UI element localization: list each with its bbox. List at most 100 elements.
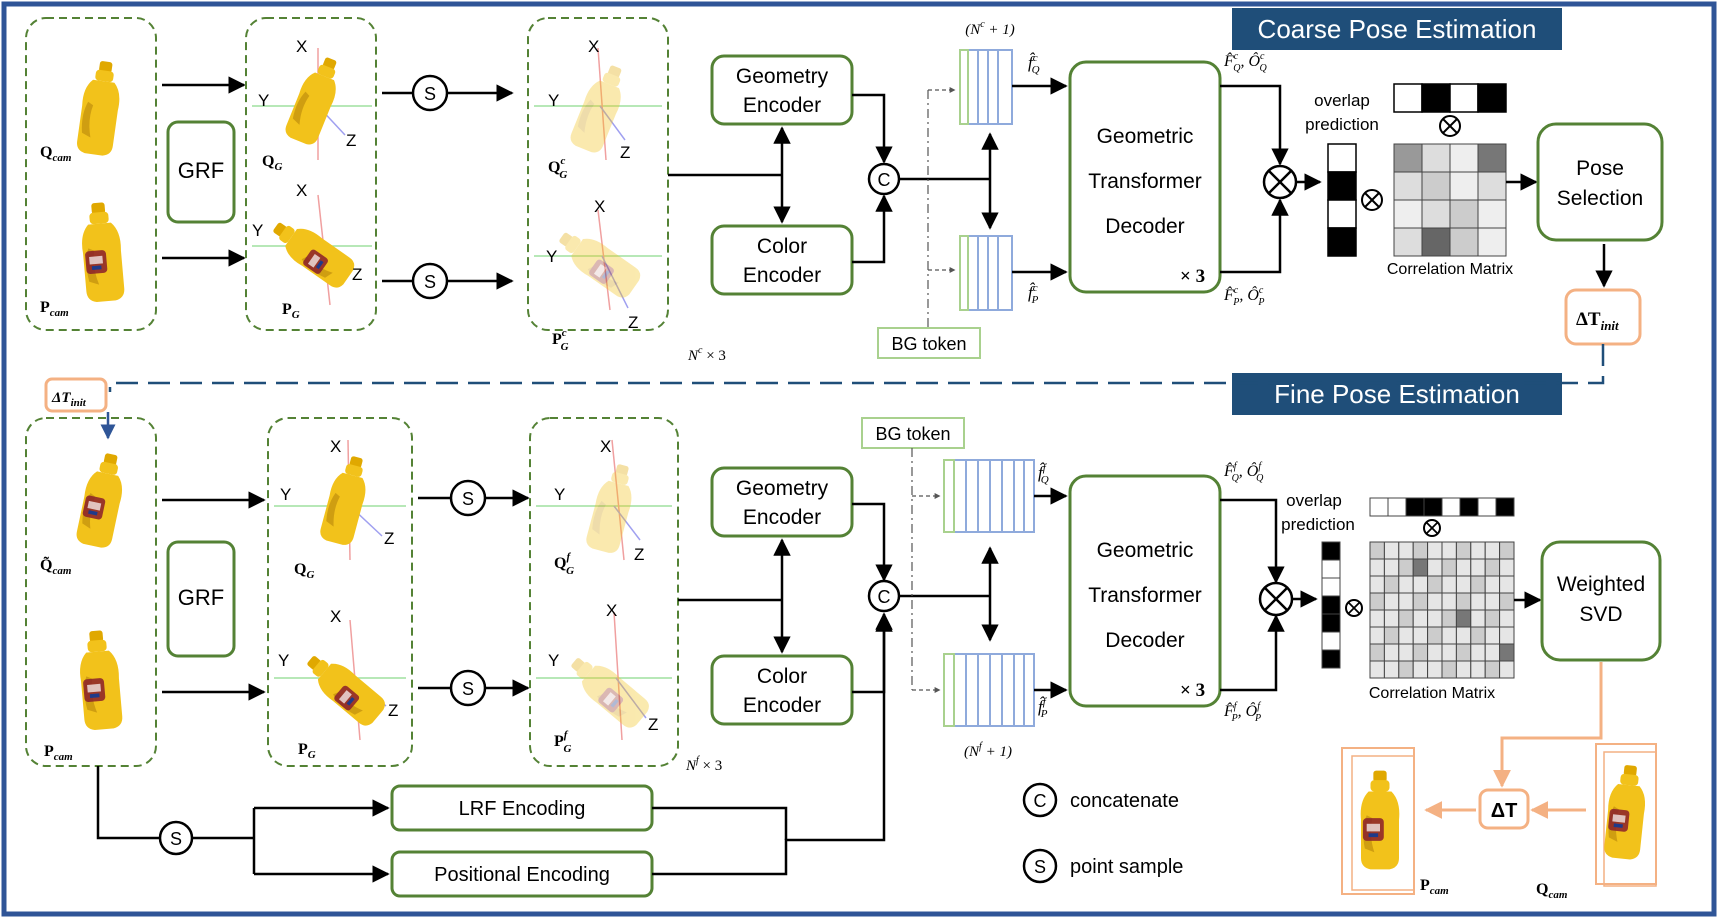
delta-t-label: ΔT bbox=[1491, 800, 1518, 822]
coarse-geometry-encoder bbox=[710, 54, 854, 126]
matrix-cell bbox=[1441, 558, 1457, 577]
matrix-cell bbox=[1499, 541, 1515, 560]
matrix-cell bbox=[1499, 575, 1515, 594]
matrix-cell bbox=[1455, 643, 1472, 662]
matrix-cell bbox=[1423, 497, 1443, 517]
fine-correlation-matrix bbox=[1369, 541, 1515, 679]
matrix-cell bbox=[1369, 626, 1385, 645]
coarse-overlap-col bbox=[1327, 143, 1357, 257]
pose-selection-label: Pose bbox=[1576, 157, 1624, 180]
overlap-label: overlap bbox=[1314, 91, 1370, 110]
matrix-cell bbox=[1484, 541, 1501, 560]
matrix-cell bbox=[1477, 143, 1507, 173]
matrix-cell bbox=[1383, 575, 1400, 594]
legend-sample-icon bbox=[1022, 848, 1058, 884]
fine-bg-token-box bbox=[861, 417, 965, 449]
geometry-encoder-label: Encoder bbox=[743, 94, 821, 117]
matrix-cell bbox=[1369, 575, 1385, 594]
matrix-cell bbox=[1441, 575, 1457, 594]
matrix-cell bbox=[1427, 660, 1443, 679]
fine-input-group bbox=[25, 417, 157, 767]
axis-y-label: Y bbox=[252, 221, 263, 240]
axis-y-label: Y bbox=[548, 651, 559, 670]
geometry-encoder-label: Encoder bbox=[743, 506, 821, 529]
matrix-cell bbox=[1383, 660, 1400, 679]
fine-delta-t-init-box bbox=[44, 377, 108, 413]
sample-symbol: S bbox=[462, 489, 474, 509]
matrix-cell bbox=[1398, 541, 1414, 560]
point-cloud bbox=[563, 648, 653, 731]
weighted-svd-label: Weighted bbox=[1557, 573, 1645, 596]
fine-overlap-col bbox=[1321, 541, 1341, 669]
legend-concat-symbol: C bbox=[1034, 791, 1047, 811]
matrix-cell bbox=[1449, 199, 1479, 229]
bottle-image bbox=[282, 52, 348, 148]
coarse-color-encoder bbox=[710, 224, 854, 296]
axis-y-label: Y bbox=[554, 485, 565, 504]
geometry-encoder-label: Geometry bbox=[736, 65, 829, 88]
fine-overlap-row bbox=[1369, 497, 1515, 517]
matrix-cell bbox=[1427, 541, 1443, 560]
bottle-image bbox=[266, 212, 358, 291]
matrix-cell bbox=[1383, 558, 1400, 577]
coarse-canonical-group bbox=[245, 17, 377, 331]
decoder-repeat-label: × 3 bbox=[1180, 266, 1205, 287]
matrix-cell bbox=[1459, 497, 1479, 517]
matrix-cell bbox=[1477, 497, 1497, 517]
matrix-cell bbox=[1427, 643, 1443, 662]
correlation-label: Correlation Matrix bbox=[1369, 685, 1495, 702]
matrix-cell bbox=[1321, 613, 1341, 633]
matrix-cell bbox=[1321, 649, 1341, 669]
matrix-cell bbox=[1470, 643, 1486, 662]
matrix-cell bbox=[1499, 609, 1515, 628]
sample-symbol: S bbox=[424, 272, 436, 292]
matrix-cell bbox=[1427, 592, 1443, 611]
coarse-grf-box bbox=[166, 120, 236, 224]
matrix-cell bbox=[1387, 497, 1407, 517]
axis-y-label: Y bbox=[278, 651, 289, 670]
matrix-cell bbox=[1412, 609, 1429, 628]
matrix-cell bbox=[1499, 558, 1515, 577]
matrix-cell bbox=[1369, 592, 1385, 611]
matrix-cell bbox=[1470, 609, 1486, 628]
concat-symbol: C bbox=[878, 170, 891, 190]
matrix-cell bbox=[1398, 626, 1414, 645]
coarse-q-cam-label: Qcam bbox=[40, 144, 72, 164]
bottle-image bbox=[1603, 764, 1649, 861]
matrix-cell bbox=[1393, 199, 1423, 229]
matrix-cell bbox=[1393, 143, 1423, 173]
fine-pg-label: PG bbox=[298, 741, 316, 761]
matrix-cell bbox=[1441, 660, 1457, 679]
matrix-cell bbox=[1369, 643, 1385, 662]
bottle-image bbox=[1361, 771, 1400, 870]
decoder-label: Decoder bbox=[1105, 215, 1184, 238]
concat-symbol: C bbox=[878, 587, 891, 607]
matrix-cell bbox=[1383, 541, 1400, 560]
matrix-cell bbox=[1427, 558, 1443, 577]
axis-z-label: Z bbox=[346, 131, 356, 150]
output-p-cam-box bbox=[1341, 747, 1415, 895]
axis-x-label: X bbox=[606, 601, 617, 620]
matrix-cell bbox=[1477, 199, 1507, 229]
bottle-image bbox=[299, 646, 389, 729]
matrix-cell bbox=[1441, 609, 1457, 628]
axis-x-label: X bbox=[600, 437, 611, 456]
matrix-cell bbox=[1455, 575, 1472, 594]
matrix-cell bbox=[1470, 660, 1486, 679]
color-encoder-label: Encoder bbox=[743, 264, 821, 287]
output-q-cam-label: Qcam bbox=[1536, 881, 1568, 901]
matrix-cell bbox=[1477, 171, 1507, 201]
output-q-cam-box bbox=[1595, 743, 1657, 887]
axis-z-label: Z bbox=[648, 715, 658, 734]
matrix-cell bbox=[1441, 626, 1457, 645]
coarse-delta-t-init-label: ΔTinit bbox=[1576, 309, 1619, 333]
sample-symbol: S bbox=[424, 84, 436, 104]
color-encoder-label: Color bbox=[757, 665, 807, 688]
matrix-cell bbox=[1499, 643, 1515, 662]
